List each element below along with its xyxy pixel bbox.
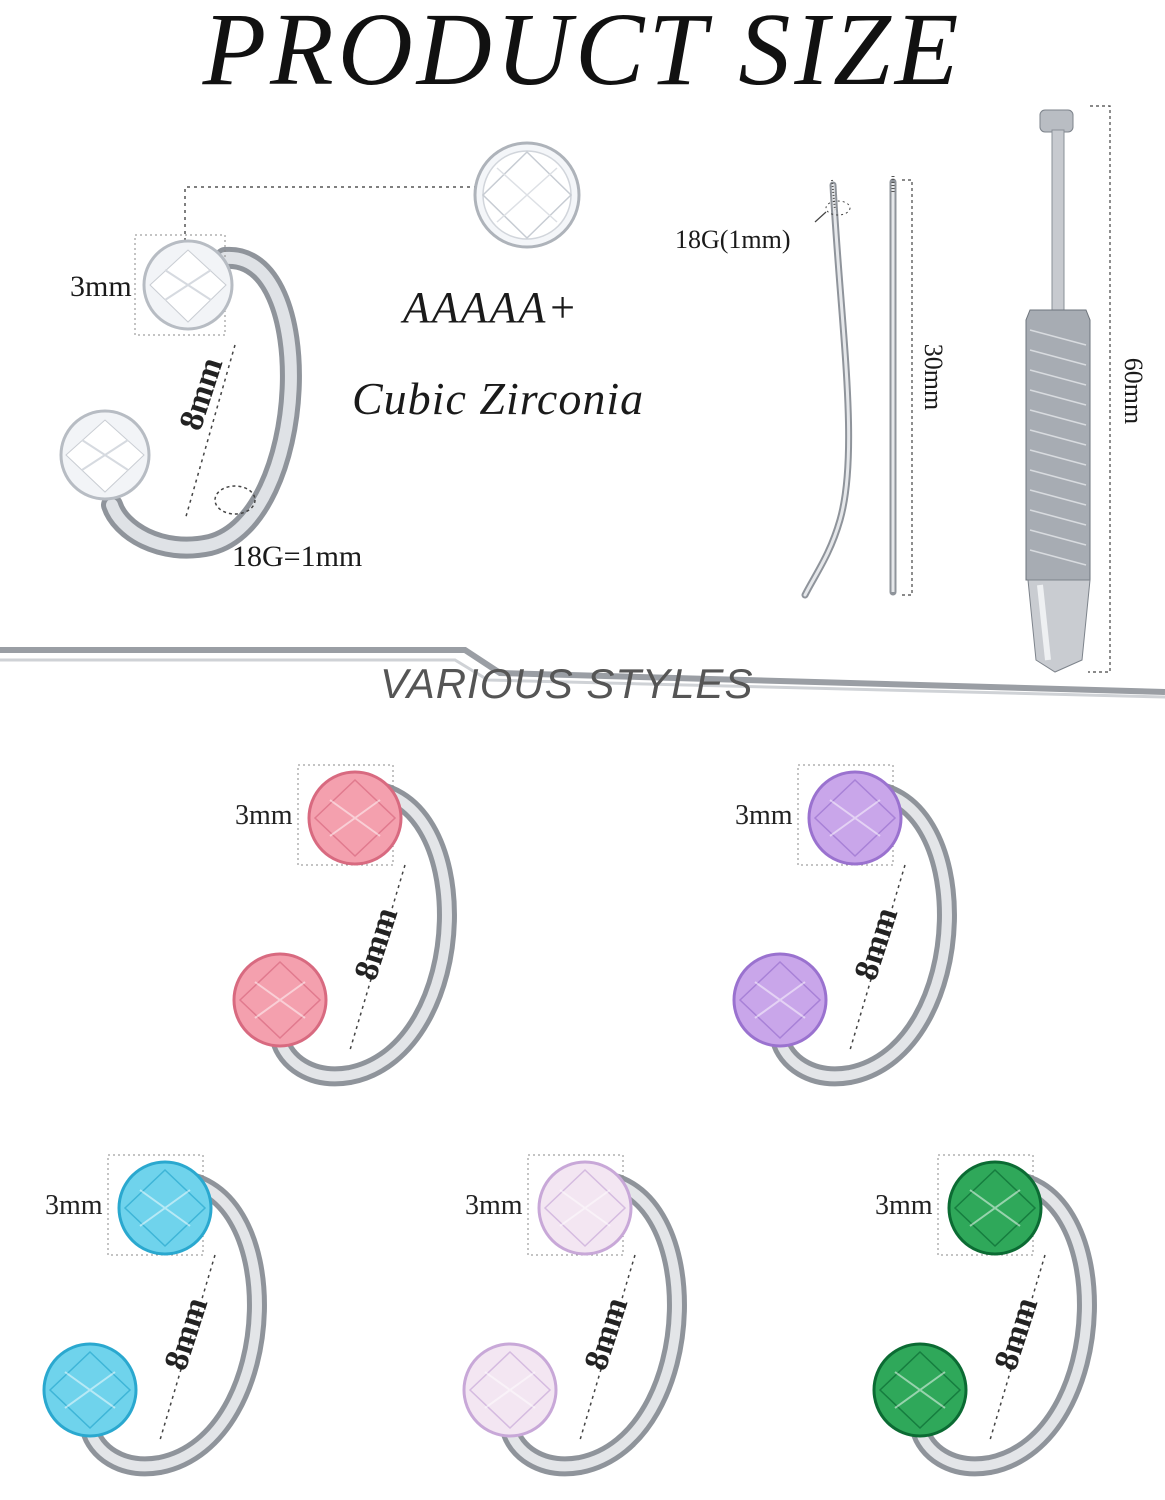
stone-size-label: 3mm [70,270,132,303]
ring-pink-image [232,764,457,1087]
ring-green-image [872,1154,1097,1477]
section-divider [0,647,1165,699]
page-title: PRODUCT SIZE [202,0,963,107]
ring-aurora-image [462,1154,687,1477]
ring-aqua-image [42,1154,267,1477]
ring-aqua-size-label: 3mm [45,1190,103,1221]
material-label: Cubic Zirconia [352,373,645,424]
taper-gauge-label: 18G(1mm) [675,225,791,254]
grade-label: AAAAA+ [403,283,580,332]
horseshoe-clear-image [59,141,581,559]
ring-pink-size-label: 3mm [235,800,293,831]
taper-length-label: 30mm [919,343,949,411]
ring-aurora-size-label: 3mm [465,1190,523,1221]
ring-purple-size-label: 3mm [735,800,793,831]
section-title: VARIOUS STYLES [380,660,754,707]
taper-pins-image [801,105,1111,673]
ring-purple-image [732,764,957,1087]
gauge-label: 18G=1mm [232,540,363,573]
ring-green-size-label: 3mm [875,1190,933,1221]
tool-length-label: 60mm [1119,357,1149,425]
